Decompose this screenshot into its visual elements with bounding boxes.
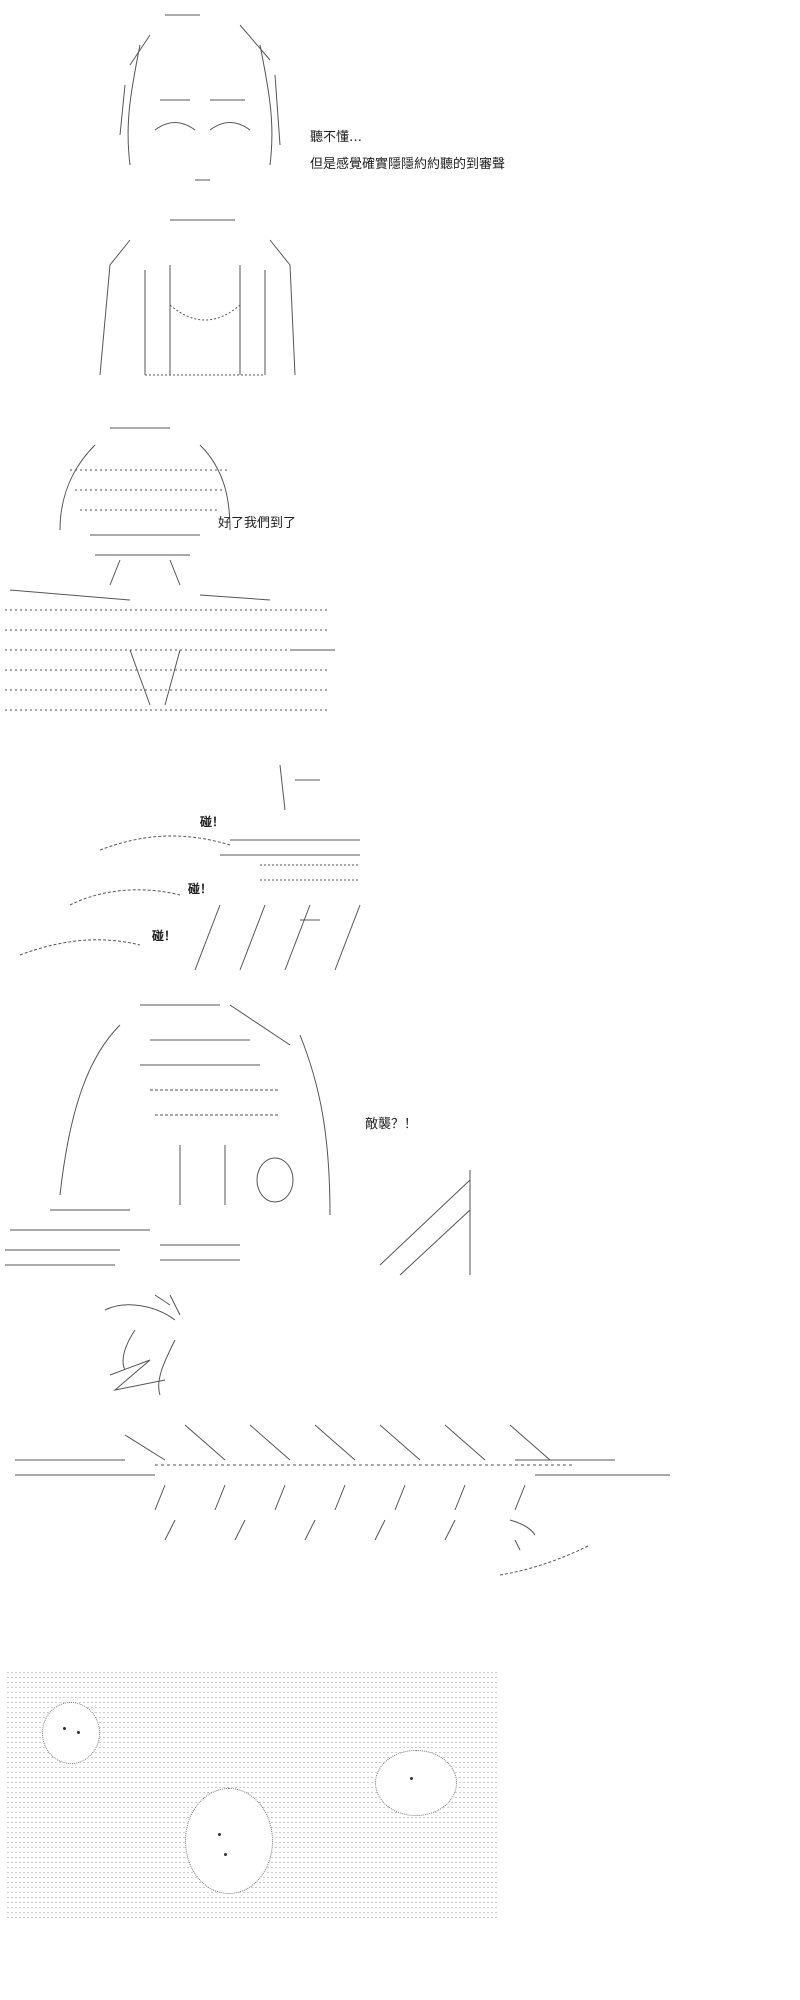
- panel-5: [0, 1290, 800, 1410]
- panel-3: 碰！ 碰！ 碰！: [0, 755, 800, 975]
- splash-art: [95, 1290, 235, 1405]
- arrival-scene-svg: [5, 427, 335, 711]
- creature-eye: [77, 1731, 80, 1734]
- character-portrait-svg: [99, 14, 296, 376]
- creature-blob-1: [42, 1702, 100, 1764]
- splash-svg: [104, 1294, 181, 1396]
- arrival-scene-art: [0, 410, 340, 720]
- small-splash-art: [490, 1515, 600, 1590]
- speech-line-1: 聽不懂…: [310, 130, 363, 145]
- enemy-attack-art: [0, 995, 480, 1280]
- panel-6: [0, 1415, 800, 1576]
- enemy-attack-svg: [5, 1004, 471, 1276]
- impact-scene-art: [0, 755, 380, 970]
- speech-line-4: 敵襲？！: [365, 1117, 418, 1132]
- creature-eye: [410, 1777, 413, 1780]
- impact-scene-svg: [19, 764, 361, 970]
- speech-line-3: 好了我們到了: [218, 516, 297, 531]
- small-splash-svg: [499, 1519, 591, 1576]
- panel-1: 聽不懂… 但是感覺確實隱隱約約聽的到審聲: [0, 0, 800, 390]
- sfx-bang-1: 碰！: [200, 815, 225, 829]
- character-portrait-art: [70, 5, 310, 385]
- creature-eye: [224, 1853, 227, 1856]
- sweep-art: [15, 1415, 670, 1550]
- sweep-svg: [15, 1424, 670, 1541]
- speech-line-2: 但是感覺確實隱隱約約聽的到審聲: [310, 157, 506, 172]
- panel-2: 好了我們到了: [0, 410, 800, 730]
- creature-eye: [218, 1833, 221, 1836]
- panel-7: [0, 1670, 800, 1980]
- panel-4: 敵襲？！: [0, 995, 800, 1285]
- sfx-bang-3: 碰！: [152, 929, 177, 943]
- creature-blob-3: [375, 1750, 457, 1816]
- creature-eye: [63, 1727, 66, 1730]
- sfx-bang-2: 碰！: [188, 882, 213, 896]
- creature-blob-2: [185, 1788, 273, 1894]
